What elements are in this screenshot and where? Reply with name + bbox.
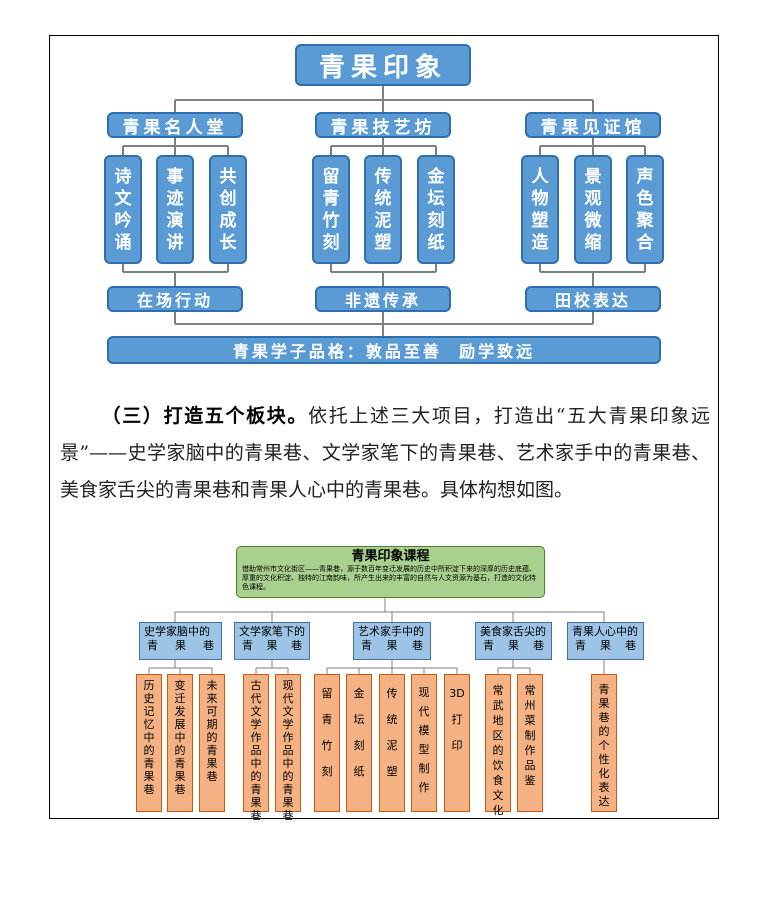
branch-char: 果 (175, 639, 186, 652)
course-description: 借助常州市文化街区——青果巷，源于数百年变迁发展的历史中所积淀下来的深厚的历史底… (242, 565, 536, 591)
category-box: 青果技艺坊 (315, 112, 451, 138)
paragraph-body: 依托上述三大项目，打造出“五大青果印象远景”——史学家脑中的青果巷、文学家笔下的… (60, 405, 710, 501)
leaf-box: 留青竹刻 (314, 674, 340, 812)
branch-char: 青 (361, 639, 372, 652)
leaf-box: 现代模型制作 (411, 674, 437, 812)
item-box: 金坛刻纸 (417, 155, 455, 264)
quality-bar: 青果学子品格：敦品至善 励学致远 (107, 336, 661, 364)
item-box: 人物塑造 (521, 155, 559, 264)
item-box: 诗文吟诵 (104, 155, 142, 264)
leaf-box: 古代文学作品中的青果巷 (243, 674, 269, 822)
item-box: 事迹演讲 (156, 155, 194, 264)
branch-char: 巷 (412, 639, 423, 652)
branch-line1: 史学家脑中的 (144, 625, 210, 638)
paragraph-heading: （三）打造五个板块。 (100, 405, 309, 427)
branch-box: 文学家笔下的 青果巷 (234, 622, 310, 660)
leaf-box: 未来可期的青果巷 (199, 674, 225, 812)
branch-char: 青 (242, 639, 253, 652)
branch-char: 青 (483, 639, 494, 652)
branch-box: 青果人心中的 青 果 巷 (567, 622, 644, 660)
leaf-box: 常武地区的饮食文化 (485, 674, 511, 817)
leaf-box: 现代文学作品中的青果巷 (275, 674, 301, 822)
branch-char: 巷 (533, 639, 544, 652)
category-box: 青果名人堂 (107, 112, 243, 138)
leaf-box: 传统泥塑 (379, 674, 405, 812)
course-title-box: 青果印象课程 借助常州市文化街区——青果巷，源于数百年变迁发展的历史中所积淀下来… (236, 546, 545, 598)
leaf-box: 常州菜制作品鉴 (517, 674, 543, 812)
branch-char: 巷 (203, 639, 214, 652)
item-box: 景观微缩 (574, 155, 612, 264)
branch-char: 果 (386, 639, 398, 652)
branch-line1: 青果人心中的 (572, 625, 638, 638)
branch-line1: 文学家笔下的 (239, 625, 305, 638)
branch-char: 果 (266, 639, 278, 652)
branch-char: 青 (147, 639, 158, 652)
item-box: 共创成长 (209, 155, 247, 264)
branch-char: 果 (600, 639, 611, 652)
item-box: 传统泥塑 (364, 155, 402, 264)
leaf-box: 金坛刻纸 (346, 674, 372, 812)
leaf-box: 青果巷的个性化表达 (591, 674, 617, 812)
leaf-box: 历史记忆中的青果巷 (136, 674, 162, 812)
leaf-box: 变迁发展中的青果巷 (167, 674, 193, 812)
activity-box: 在场行动 (107, 286, 243, 312)
branch-char: 巷 (625, 639, 636, 652)
diagram-title: 青果印象 (295, 44, 471, 86)
branch-line1: 美食家舌尖的 (480, 625, 546, 638)
branch-box: 史学家脑中的 青 果 巷 (139, 622, 222, 660)
branch-box: 艺术家手中的 青 果 巷 (353, 622, 431, 660)
branch-line1: 艺术家手中的 (358, 625, 424, 638)
category-box: 青果见证馆 (525, 112, 661, 138)
activity-box: 田校表达 (525, 286, 661, 312)
branch-char: 巷 (291, 639, 302, 652)
course-title: 青果印象课程 (351, 549, 430, 564)
activity-box: 非遗传承 (315, 286, 451, 312)
item-box: 声色聚合 (626, 155, 664, 264)
body-paragraph: （三）打造五个板块。依托上述三大项目，打造出“五大青果印象远景”——史学家脑中的… (60, 398, 710, 509)
branch-char: 青 (575, 639, 586, 652)
figure-frame (49, 35, 719, 819)
branch-box: 美食家舌尖的 青 果 巷 (475, 622, 552, 660)
branch-char: 果 (508, 639, 519, 652)
item-box: 留青竹刻 (312, 155, 350, 264)
leaf-box: 3D打印 (444, 674, 470, 812)
